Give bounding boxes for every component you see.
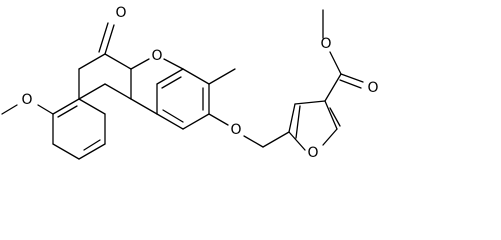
bond-lines	[1, 9, 364, 160]
bond	[130, 98, 158, 115]
bond	[52, 143, 80, 160]
atom-label-methoxy-oxygen: O	[21, 92, 32, 108]
atom-label-carbonyl-oxygen: O	[115, 5, 126, 21]
bond	[295, 105, 301, 139]
bond	[78, 143, 106, 160]
bond	[288, 103, 296, 133]
bond	[78, 83, 106, 100]
bond	[294, 100, 326, 105]
bond	[182, 68, 210, 85]
bond	[104, 53, 132, 70]
chemical-structure-diagram: O O O O O O O	[1, 5, 379, 161]
bond	[37, 104, 54, 115]
bond	[288, 131, 306, 151]
bond	[162, 109, 184, 123]
bond	[182, 113, 210, 130]
bond	[104, 83, 132, 100]
bond	[57, 105, 78, 118]
bond	[324, 73, 342, 102]
atom-label-ester-carbonyl-oxygen: O	[367, 80, 378, 96]
atom-label-furan-oxygen: O	[307, 145, 318, 161]
bond	[104, 24, 115, 55]
bond	[262, 131, 290, 148]
bond	[340, 73, 364, 83]
bond	[83, 139, 101, 151]
bond	[329, 107, 341, 127]
atom-label-ether-oxygen: O	[230, 122, 241, 138]
bond	[243, 135, 264, 148]
bond	[156, 113, 184, 130]
atom-label-ester-alkoxy-oxygen: O	[320, 36, 331, 52]
bond	[163, 58, 184, 70]
bond	[161, 76, 182, 89]
atom-label-lactone-oxygen: O	[151, 48, 162, 64]
bond	[98, 22, 109, 53]
bond	[322, 128, 338, 146]
bond	[324, 100, 338, 130]
bond	[130, 58, 150, 70]
bond	[329, 51, 342, 75]
bond	[156, 68, 184, 85]
bond	[208, 68, 236, 85]
bond	[208, 113, 229, 126]
bond	[78, 98, 106, 115]
bond	[1, 104, 18, 115]
bond	[339, 79, 362, 89]
atom-labels: O O O O O O O	[21, 5, 378, 161]
bond	[52, 98, 80, 115]
bond	[78, 53, 106, 70]
